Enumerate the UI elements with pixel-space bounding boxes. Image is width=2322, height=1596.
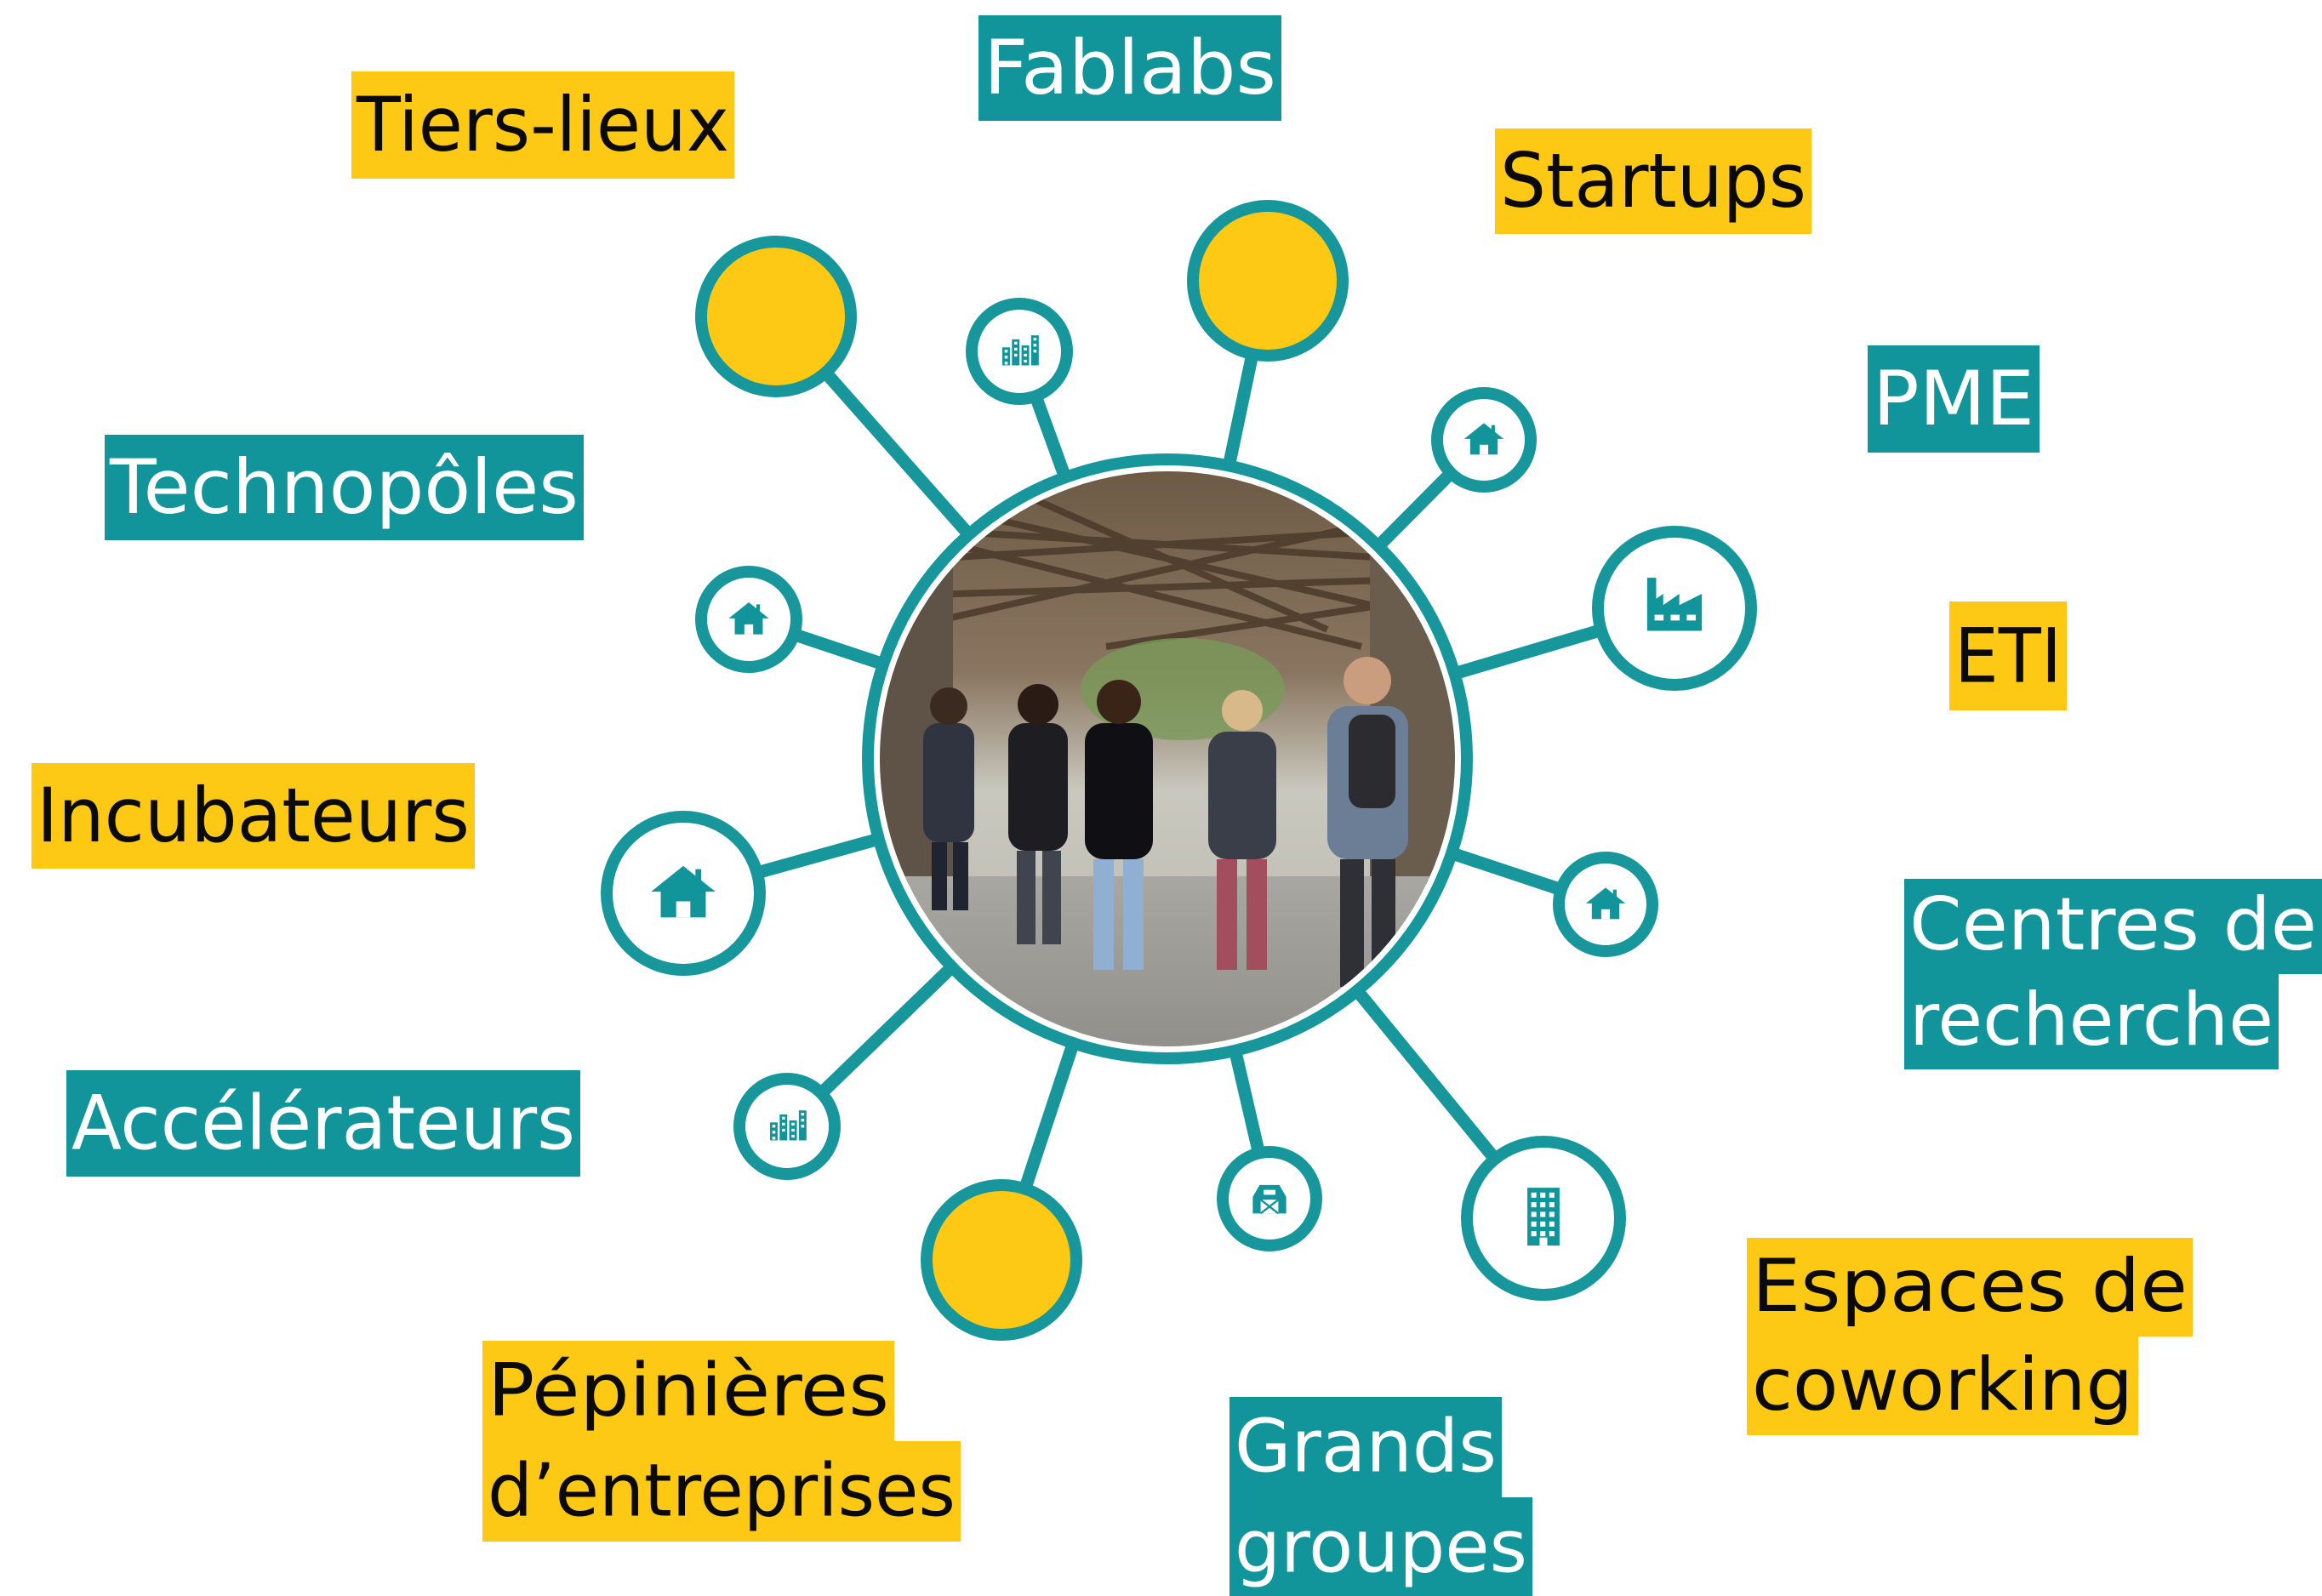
label-text: Technopôles — [109, 443, 579, 531]
label-text: Grands — [1235, 1404, 1497, 1489]
label-background — [482, 1341, 894, 1441]
house-icon — [728, 602, 769, 635]
label-pme: PME — [1868, 345, 2040, 453]
label-background — [1495, 128, 1811, 234]
label-pepinieres-dentreprises: Pépinières d’entreprises — [482, 1341, 961, 1542]
node-office-bottom-right — [1461, 1136, 1626, 1301]
label-background — [31, 763, 475, 869]
label-background — [1747, 1238, 2193, 1337]
label-text: recherche — [1909, 978, 2274, 1063]
factory-icon — [1646, 578, 1703, 631]
node-house-top-right — [1431, 387, 1537, 493]
node-buildings-top — [966, 298, 1073, 405]
label-text: groupes — [1235, 1504, 1527, 1589]
house-icon — [1585, 887, 1626, 920]
label-text: Centres de — [1909, 882, 2317, 967]
node-barn-bottom — [1217, 1146, 1322, 1251]
office-building-icon — [1527, 1188, 1560, 1246]
label-text: coworking — [1752, 1342, 2133, 1428]
label-text: d’entreprises — [488, 1448, 956, 1533]
node-yellow-top-left — [695, 236, 857, 397]
label-background — [978, 15, 1281, 121]
label-text: Accélérateurs — [71, 1080, 575, 1167]
node-house-left-small — [695, 566, 802, 673]
label-text: PME — [1873, 355, 2034, 442]
label-grands-groupes: Grands groupes — [1229, 1397, 1532, 1596]
label-background — [105, 435, 584, 540]
house-icon — [1463, 423, 1504, 455]
node-house-right — [1553, 852, 1658, 957]
label-background — [1949, 601, 2067, 710]
label-espaces-de-coworking: Espaces de coworking — [1747, 1238, 2193, 1435]
label-background — [1229, 1497, 1532, 1596]
label-background — [1229, 1397, 1502, 1497]
label-background — [1747, 1337, 2138, 1435]
label-text: Espaces de — [1752, 1244, 2188, 1329]
label-text: Tiers-lieux — [356, 81, 729, 168]
label-background — [66, 1070, 580, 1177]
barn-icon — [1252, 1184, 1287, 1215]
node-house-left-large — [601, 811, 766, 976]
label-text: Pépinières — [488, 1348, 889, 1433]
node-yellow-bottom — [921, 1179, 1082, 1341]
label-centres-de-recherche: Centres de recherche — [1904, 879, 2322, 1069]
node-buildings-bottom-left — [733, 1073, 841, 1180]
node-yellow-top — [1187, 200, 1349, 362]
label-fablabs: Fablabs — [978, 15, 1281, 121]
label-text: Incubateurs — [37, 772, 470, 859]
label-background — [1904, 879, 2322, 974]
city-buildings-icon — [1002, 335, 1039, 366]
node-factory-right — [1592, 526, 1757, 691]
center-photo — [862, 453, 1473, 1064]
label-text: Fablabs — [984, 24, 1276, 111]
label-text: ETI — [1954, 613, 2062, 700]
house-icon — [651, 865, 716, 918]
label-background — [1904, 974, 2279, 1069]
label-technopoles: Technopôles — [105, 435, 584, 540]
label-background — [482, 1441, 961, 1542]
label-background — [351, 71, 734, 179]
label-incubateurs: Incubateurs — [31, 763, 475, 869]
label-eti: ETI — [1949, 601, 2067, 710]
students-walking-photo — [880, 471, 1455, 1046]
city-buildings-icon — [770, 1110, 807, 1141]
label-background — [1868, 345, 2040, 453]
label-tiers-lieux: Tiers-lieux — [351, 71, 734, 179]
label-startups: Startups — [1495, 128, 1811, 234]
label-text: Startups — [1500, 137, 1806, 225]
label-accelerateurs: Accélérateurs — [66, 1070, 580, 1177]
